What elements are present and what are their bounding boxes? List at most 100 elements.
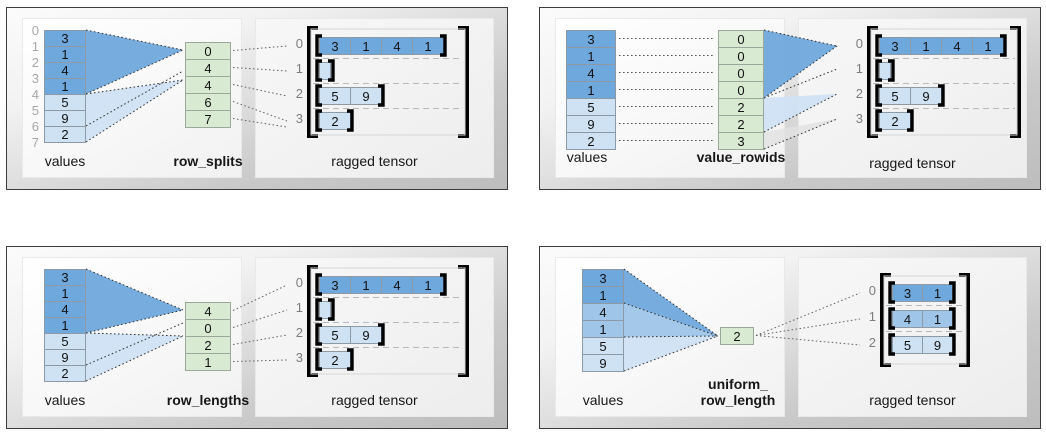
- ragged-value-cell: 1: [412, 276, 444, 294]
- ragged-row-label: 0: [295, 275, 303, 290]
- ragged-value-text: 9: [933, 337, 942, 353]
- ragged-value-text: 1: [933, 311, 942, 327]
- ragged-value-text: 1: [424, 38, 432, 54]
- encoding-caption: row_splits: [173, 153, 243, 169]
- partition-cell: 2: [718, 115, 764, 133]
- partition-text: 0: [737, 65, 745, 81]
- partition-text: 3: [737, 133, 745, 149]
- value-cell: 1: [566, 81, 616, 99]
- partition-text: 0: [737, 48, 745, 64]
- ragged-value-text: 3: [331, 38, 339, 54]
- partition-cell: 0: [185, 42, 231, 60]
- ragged-value-text: 9: [922, 88, 930, 104]
- values-caption: values: [44, 153, 86, 169]
- ragged-value-text: 4: [393, 38, 401, 54]
- ragged-value-cell: 3: [879, 37, 911, 55]
- ragged-row-label: 0: [295, 36, 303, 51]
- value-text: 1: [599, 321, 607, 337]
- ragged-row-label: 0: [855, 36, 863, 51]
- value-index-label: 1: [31, 39, 39, 54]
- value-text: 9: [587, 116, 595, 132]
- value-text: 3: [587, 31, 595, 47]
- value-cell: 2: [44, 126, 86, 143]
- value-index-label: 7: [31, 135, 39, 150]
- value-text: 5: [599, 338, 607, 354]
- value-cell: 3: [44, 269, 86, 286]
- partition-cell: 0: [718, 64, 764, 82]
- partition-cell: 7: [185, 110, 231, 128]
- partition-text: 0: [737, 31, 745, 47]
- ragged-value-text: 4: [953, 38, 961, 54]
- ragged-value-text: 5: [891, 88, 899, 104]
- value-cell: 4: [44, 62, 86, 79]
- partition-cell: 4: [185, 59, 231, 77]
- ragged-caption: ragged tensor: [331, 153, 418, 169]
- partition-cell: 6: [185, 93, 231, 111]
- partition-text: 2: [204, 337, 212, 353]
- ragged-value-cell: 3: [319, 276, 351, 294]
- value-cell: 1: [566, 47, 616, 65]
- value-cell: 1: [44, 46, 86, 63]
- value-text: 3: [599, 270, 607, 286]
- partition-cell: 0: [718, 47, 764, 65]
- partition-text: 0: [204, 320, 212, 336]
- value-index-label: 4: [31, 87, 39, 102]
- value-text: 4: [587, 65, 595, 81]
- value-text: 4: [61, 63, 69, 78]
- encoding-caption: row_lengths: [166, 392, 250, 408]
- value-cell: 3: [566, 30, 616, 48]
- ragged-value-cell: 4: [381, 276, 413, 294]
- partition-text: 4: [204, 60, 212, 76]
- ragged-value-text: 4: [903, 311, 912, 327]
- ragged-caption: ragged tensor: [331, 392, 418, 408]
- ragged-row-label: 1: [295, 61, 303, 76]
- ragged-row-label: 3: [295, 111, 303, 126]
- partition-cell: 0: [718, 30, 764, 48]
- ragged-value-text: 4: [393, 277, 401, 293]
- ragged-value-cell: 1: [910, 37, 942, 55]
- ragged-value-cell: 1: [922, 284, 953, 302]
- value-text: 1: [61, 47, 69, 62]
- value-text: 2: [61, 366, 69, 381]
- ragged-value-cell: 1: [412, 37, 444, 55]
- value-cell: 5: [566, 98, 616, 116]
- value-cell: 9: [582, 354, 624, 372]
- ragged-value-cell: 4: [941, 37, 973, 55]
- partition-text: 4: [204, 303, 212, 319]
- ragged-value-text: 9: [362, 327, 370, 343]
- value-cell: 1: [582, 320, 624, 338]
- partition-text: 1: [204, 354, 212, 370]
- partition-cell: 2: [185, 336, 231, 354]
- partition-cell: 2: [718, 98, 764, 116]
- ragged-row-label: 0: [868, 283, 876, 298]
- value-text: 4: [61, 302, 69, 317]
- encoding-caption: uniform_ row_length: [700, 376, 776, 408]
- ragged-value-text: 2: [331, 352, 339, 368]
- ragged-value-text: 5: [903, 337, 912, 353]
- ragged-value-cell: 9: [350, 326, 382, 344]
- partition-text: 2: [737, 99, 745, 115]
- ragged-value-text: 9: [362, 88, 370, 104]
- value-cell: 2: [566, 132, 616, 150]
- values-caption: values: [582, 392, 624, 408]
- value-index-label: 3: [31, 71, 39, 86]
- ragged-row-label: 2: [295, 86, 303, 101]
- ragged-caption: ragged tensor: [869, 392, 956, 408]
- value-text: 1: [61, 79, 69, 94]
- value-cell: 1: [44, 285, 86, 302]
- ragged-value-cell: 2: [319, 112, 351, 130]
- partition-text: 0: [737, 82, 745, 98]
- ragged-value-cell: 5: [879, 87, 911, 105]
- ragged-row-label: 2: [855, 86, 863, 101]
- ragged-value-cell: 1: [350, 276, 382, 294]
- ragged-value-text: 2: [891, 113, 899, 129]
- ragged-value-cell: 4: [381, 37, 413, 55]
- value-text: 1: [61, 318, 69, 333]
- ragged-empty-cell: [319, 301, 331, 319]
- ragged-value-cell: 1: [350, 37, 382, 55]
- value-text: 9: [61, 350, 69, 365]
- ragged-empty-cell: [319, 62, 331, 80]
